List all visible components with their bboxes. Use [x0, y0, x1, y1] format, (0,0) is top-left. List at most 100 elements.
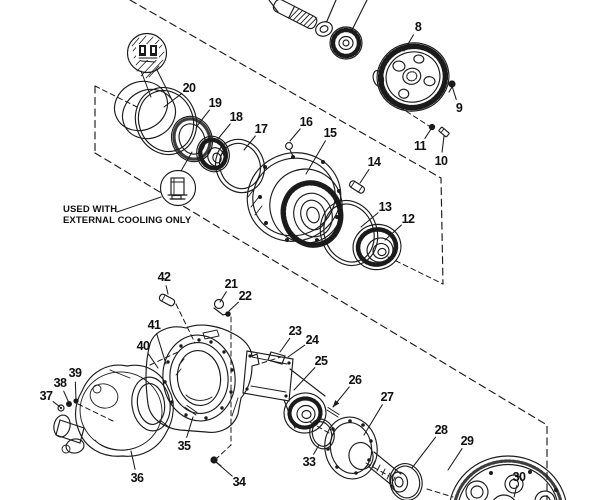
callout-37: 37	[39, 389, 53, 403]
leader-line-34	[215, 461, 233, 477]
leader-line-16	[289, 128, 301, 142]
axle-tube-bearing	[283, 368, 327, 434]
leader-line-29	[447, 448, 463, 471]
note-leader	[116, 196, 162, 213]
cooling-detail-inset	[159, 169, 197, 207]
pin-14	[348, 180, 366, 194]
callout-14: 14	[367, 155, 381, 169]
leader-line-42	[165, 285, 169, 295]
top-washer	[315, 21, 333, 37]
note-line-2: EXTERNAL COOLING ONLY	[63, 215, 192, 226]
leader-line-28	[411, 436, 437, 469]
leader-line-14	[359, 168, 370, 184]
callout-28: 28	[434, 423, 448, 437]
callout-40: 40	[136, 339, 150, 353]
callout-18: 18	[229, 110, 243, 124]
leader-line-15	[305, 140, 326, 175]
bolt-16	[285, 142, 293, 150]
top-pinion-gear	[329, 26, 363, 60]
flange-bolt-holes	[258, 155, 341, 242]
inset-leaders	[140, 69, 173, 101]
external-cooling-note: USED WITH EXTERNAL COOLING ONLY	[63, 204, 191, 226]
leader-line-33	[313, 444, 320, 455]
inset2-link-line	[180, 151, 193, 172]
callout-21: 21	[224, 277, 238, 291]
input-yoke	[53, 414, 85, 454]
ring-gear-8	[372, 42, 450, 112]
note-line-1: USED WITH	[63, 204, 118, 215]
callout-25: 25	[314, 354, 328, 368]
bearing-18	[196, 135, 230, 173]
callout-10: 10	[434, 154, 448, 168]
leader-line-26	[332, 386, 350, 408]
leader-line-9	[451, 85, 457, 100]
pin-42	[158, 293, 176, 307]
axle-housing	[145, 324, 260, 433]
leader-line-38	[63, 390, 70, 404]
callout-34: 34	[232, 475, 246, 489]
top-bolt	[272, 0, 318, 30]
seal-detail-inset	[126, 32, 168, 79]
callout-33: 33	[302, 455, 316, 469]
callout-leader-lines	[52, 34, 518, 498]
callout-23: 23	[288, 324, 302, 338]
breather-21-22	[213, 298, 231, 317]
carrier-29	[449, 455, 567, 500]
leader-line-18	[216, 123, 231, 141]
callout-36: 36	[130, 471, 144, 485]
leader-line-35	[186, 416, 194, 438]
leader-line-10	[441, 135, 445, 153]
callout-42: 42	[157, 270, 171, 284]
leader-line-20	[163, 92, 183, 108]
stud-35	[184, 405, 198, 416]
callout-16: 16	[299, 115, 313, 129]
leader-line-19	[196, 109, 210, 127]
bearing-12	[352, 223, 402, 271]
callout-27: 27	[380, 390, 394, 404]
leader-line-36	[130, 450, 136, 470]
callout-13: 13	[378, 200, 392, 214]
leader-line-21	[219, 291, 227, 303]
leader-line-13	[360, 212, 379, 228]
callout-8: 8	[414, 20, 422, 34]
callout-12: 12	[401, 212, 415, 226]
leader-line-37	[52, 401, 61, 408]
callout-26: 26	[348, 373, 362, 387]
callout-9: 9	[455, 101, 463, 115]
callout-41: 41	[147, 318, 161, 332]
housing-15	[246, 142, 344, 248]
leader-line-39	[74, 381, 77, 401]
leader-line-11	[424, 128, 432, 139]
lower-assembly-artwork	[53, 293, 567, 500]
leader-line-41	[156, 333, 167, 365]
callout-35: 35	[177, 439, 191, 453]
callout-29: 29	[460, 434, 474, 448]
callout-20: 20	[182, 81, 196, 95]
key-23	[267, 351, 286, 365]
upper-assembly-artwork	[113, 0, 456, 271]
bolt-11	[428, 123, 436, 131]
leader-line-30	[513, 485, 518, 498]
callout-38: 38	[53, 376, 67, 390]
hub-27	[324, 416, 409, 493]
leader-line-40	[147, 352, 159, 369]
leader-line-23	[279, 337, 291, 353]
callout-30: 30	[512, 470, 526, 484]
callout-15: 15	[323, 126, 337, 140]
pin-10	[438, 126, 450, 138]
leader-line-22	[228, 301, 239, 312]
leader-line-12	[384, 224, 402, 241]
fasteners-37-38-39	[57, 398, 79, 412]
stud-26	[326, 407, 340, 418]
leader-line-17	[243, 135, 256, 151]
callout-39: 39	[68, 366, 82, 380]
leader-line-27	[363, 404, 383, 436]
callout-22: 22	[238, 289, 252, 303]
leader-line-8	[403, 34, 414, 52]
callout-24: 24	[305, 333, 319, 347]
axis-dashes	[77, 85, 454, 498]
callout-11: 11	[413, 139, 427, 153]
differential-carrier-36	[53, 364, 174, 457]
leader-line-24	[287, 344, 306, 358]
